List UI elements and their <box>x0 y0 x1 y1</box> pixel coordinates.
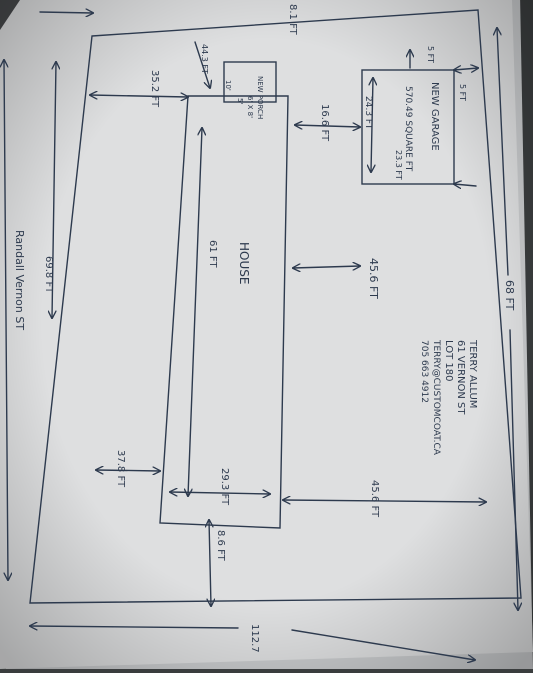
label-69-8-ft: 69.8 FT <box>43 256 54 294</box>
label-house: HOUSE <box>237 242 251 284</box>
label-garage-edge-5ft: 5 FT <box>426 46 435 63</box>
dim-line-44-3 <box>194 41 210 88</box>
dim-line-29-3 <box>170 492 270 494</box>
dim-line-24-3 <box>371 78 373 172</box>
new-garage-outline <box>361 69 455 185</box>
label-68-ft: 68 FT <box>503 280 516 311</box>
label-45-6-ft-upper: 45.6 FT <box>367 258 380 299</box>
dim-line-8-6 <box>209 520 211 606</box>
label-44-3-ft: 44.3 FT <box>200 44 209 74</box>
label-porch-5: 5' <box>236 98 244 104</box>
dim-line-16-6 <box>295 125 360 127</box>
dim-line-68-top <box>497 28 509 276</box>
label-porch-title: NEW PORCH <box>256 76 264 119</box>
label-garage-width: 23.3 FT <box>394 150 403 180</box>
dim-line-61 <box>188 128 202 496</box>
owner-name: TERRY ALLUM <box>467 339 478 408</box>
owner-email: TERRY@CUSTOMCOAT.CA <box>431 339 441 456</box>
label-street: Randall Vernon ST <box>13 230 26 330</box>
dim-line-35-2 <box>90 95 188 97</box>
owner-street: 61 VERNON ST <box>455 340 466 415</box>
dim-line-69-8 <box>52 62 56 318</box>
label-8-6-ft: 8.6 FT <box>215 530 226 562</box>
porch-outline <box>223 61 277 103</box>
label-garage-area: 570.49 SQUARE FT <box>403 86 413 172</box>
dim-line-garage-top <box>454 68 478 70</box>
owner-phone: 705 663 4912 <box>419 340 429 403</box>
dim-line-top-left <box>39 12 93 13</box>
dim-line-68-bottom <box>509 329 518 610</box>
label-61-ft: 61 FT <box>207 240 218 268</box>
label-garage-depth: 24.3 FT <box>363 96 373 130</box>
owner-lot: LOT 180 <box>443 340 454 381</box>
dim-line-45-6-upper <box>293 266 360 268</box>
label-37-8-ft: 37.8 FT <box>115 450 126 488</box>
label-29-3-ft: 29.3 FT <box>219 468 230 506</box>
dim-line-left-edge <box>4 60 8 580</box>
dim-line-bottom-left <box>30 626 239 628</box>
dim-line-23-3 <box>454 184 477 186</box>
label-35-2-ft: 35.2 FT <box>149 70 160 108</box>
label-112-7: 112.7 <box>249 624 260 653</box>
label-garage-5ft: 5 FT <box>458 84 467 101</box>
label-porch-10: 10' <box>224 80 232 91</box>
label-45-6-ft-lower: 45.6 FT <box>369 480 380 518</box>
label-new-garage: NEW GARAGE <box>429 82 440 151</box>
dim-line-bottom-right <box>291 629 475 660</box>
dim-line-45-6-lower <box>283 500 486 502</box>
property-boundary <box>29 9 522 604</box>
label-top-dim: 8.1 FT <box>287 4 298 36</box>
label-porch-size: 6' X 8' <box>246 96 254 118</box>
label-16-6-ft: 16.6 FT <box>319 104 330 142</box>
dim-line-37-8 <box>96 470 160 471</box>
house-outline <box>159 95 289 529</box>
